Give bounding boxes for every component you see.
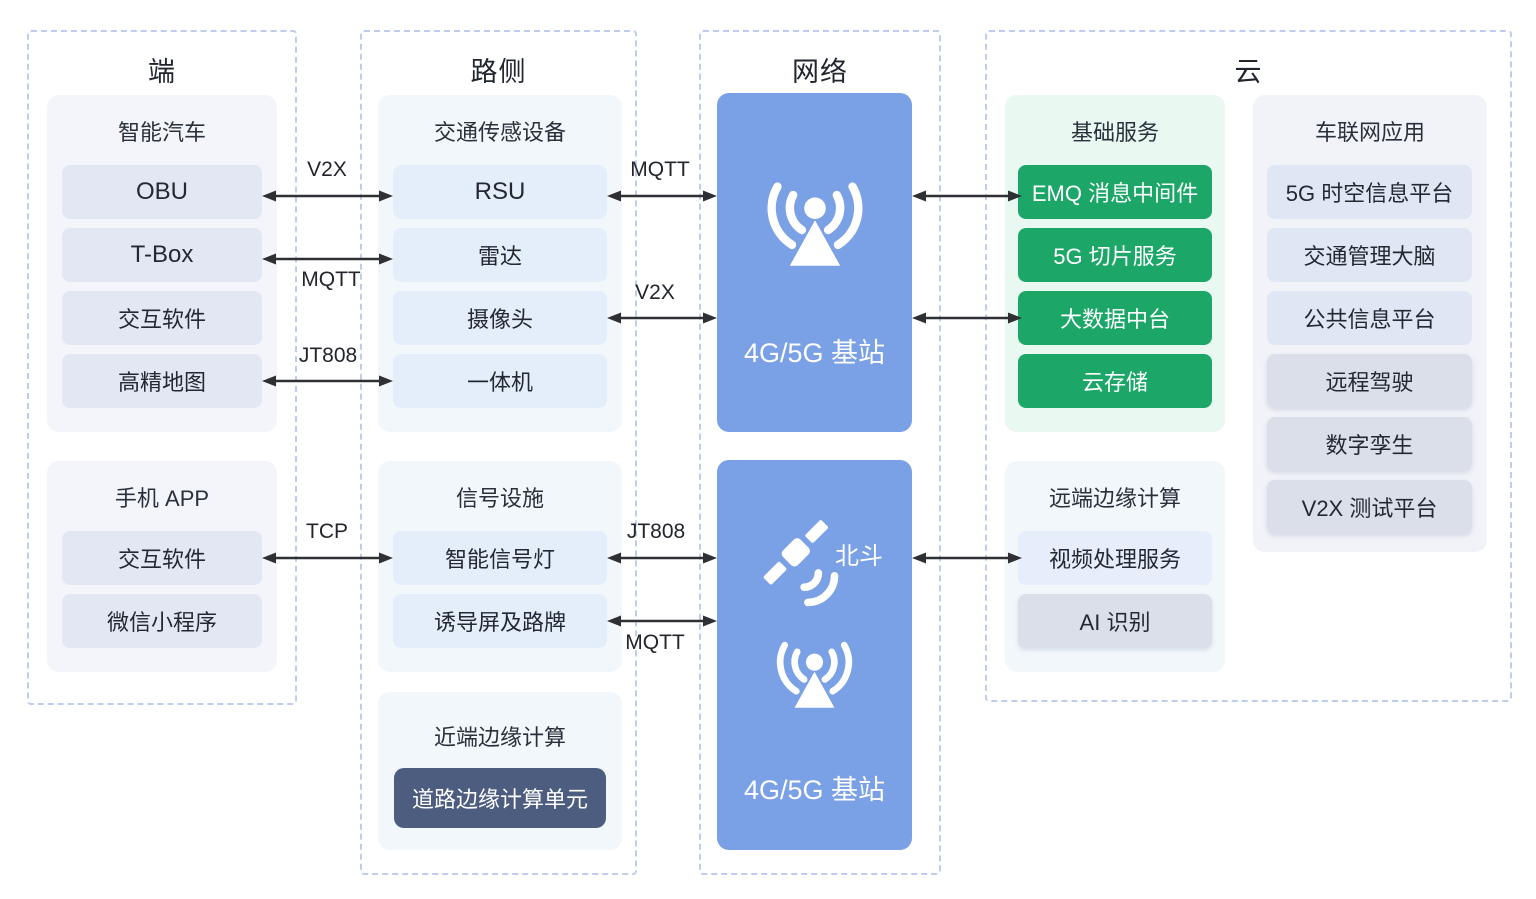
node-remote-driving: 远程驾驶 [1267, 354, 1472, 408]
group-signal-facilities-title: 信号设施 [455, 486, 544, 511]
protocol-label-v2x-terminal: V2X [307, 158, 347, 181]
column-cloud-title: 云 [1234, 57, 1263, 87]
node-digital-twin: 数字孪生 [1267, 417, 1472, 471]
group-near-edge-computing-title: 近端边缘计算 [433, 725, 566, 750]
signal-tower-icon [776, 641, 853, 708]
node-phone-interactive-software: 交互软件 [62, 531, 262, 585]
group-base-services: 基础服务 EMQ 消息中间件 5G 切片服务 大数据中台 云存储 [1005, 95, 1225, 432]
node-5g-slicing: 5G 切片服务 [1018, 228, 1212, 282]
column-terminal: 端 [27, 30, 297, 705]
base-station-bottom-label: 4G/5G 基站 [743, 775, 886, 805]
column-cloud: 云 [985, 30, 1512, 702]
node-public-info-platform: 公共信息平台 [1267, 291, 1472, 345]
node-traffic-management-brain: 交通管理大脑 [1267, 228, 1472, 282]
node-radar: 雷达 [393, 228, 607, 282]
node-guidance-screen: 诱导屏及路牌 [393, 594, 607, 648]
node-emq-middleware: EMQ 消息中间件 [1018, 165, 1212, 219]
group-remote-edge-computing: 远端边缘计算 视频处理服务 AI 识别 [1005, 461, 1225, 672]
column-network: 网络 [699, 30, 941, 875]
node-v2x-test-platform: V2X 测试平台 [1267, 480, 1472, 534]
node-wechat-miniprogram: 微信小程序 [62, 594, 262, 648]
node-5g-spatiotemporal-platform: 5G 时空信息平台 [1267, 165, 1472, 219]
node-interactive-software: 交互软件 [62, 291, 262, 345]
beidou-satellite-icon [763, 520, 839, 607]
signal-tower-icon [767, 182, 863, 266]
group-phone-app: 手机 APP 交互软件 微信小程序 [47, 461, 277, 672]
column-network-title: 网络 [792, 57, 848, 87]
base-station-top-label: 4G/5G 基站 [743, 338, 886, 368]
protocol-label-mqtt-terminal: MQTT [301, 268, 361, 291]
base-station-bottom: 北斗 4G/5G 基站 [717, 460, 912, 850]
protocol-label-mqtt-rsu: MQTT [630, 158, 690, 181]
node-tbox: T-Box [62, 228, 262, 282]
column-roadside: 路侧 [360, 30, 637, 875]
node-smart-signal-light: 智能信号灯 [393, 531, 607, 585]
beidou-label: 北斗 [835, 543, 883, 570]
group-iov-applications-title: 车联网应用 [1314, 120, 1425, 145]
group-phone-app-title: 手机 APP [114, 486, 210, 511]
node-camera: 摄像头 [393, 291, 607, 345]
column-roadside-title: 路侧 [470, 57, 527, 87]
group-signal-facilities: 信号设施 智能信号灯 诱导屏及路牌 [378, 461, 622, 672]
group-smart-car-title: 智能汽车 [117, 120, 206, 145]
column-terminal-title: 端 [148, 57, 176, 87]
node-obu: OBU [62, 165, 262, 219]
protocol-label-jt808-signal: JT808 [626, 520, 686, 543]
group-base-services-title: 基础服务 [1070, 120, 1159, 145]
base-station-top: 4G/5G 基站 [717, 93, 912, 432]
node-video-processing-service: 视频处理服务 [1018, 531, 1212, 585]
group-smart-car: 智能汽车 OBU T-Box 交互软件 高精地图 [47, 95, 277, 432]
node-cloud-storage: 云存储 [1018, 354, 1212, 408]
protocol-label-tcp-terminal: TCP [306, 520, 348, 543]
node-all-in-one: 一体机 [393, 354, 607, 408]
node-rsu: RSU [393, 165, 607, 219]
group-traffic-sensors-title: 交通传感设备 [433, 120, 566, 145]
group-near-edge-computing: 近端边缘计算 道路边缘计算单元 [378, 692, 622, 850]
protocol-label-mqtt-guidance: MQTT [625, 631, 685, 654]
protocol-label-v2x-camera: V2X [635, 281, 675, 304]
node-bigdata-platform: 大数据中台 [1018, 291, 1212, 345]
node-ai-recognition: AI 识别 [1018, 594, 1212, 648]
group-traffic-sensors: 交通传感设备 RSU 雷达 摄像头 一体机 [378, 95, 622, 432]
node-road-edge-computing-unit: 道路边缘计算单元 [394, 768, 606, 828]
node-hd-map: 高精地图 [62, 354, 262, 408]
protocol-label-jt808-terminal: JT808 [298, 344, 358, 367]
group-remote-edge-computing-title: 远端边缘计算 [1048, 486, 1181, 511]
group-iov-applications: 车联网应用 5G 时空信息平台 交通管理大脑 公共信息平台 远程驾驶 数字孪生 … [1253, 95, 1487, 552]
